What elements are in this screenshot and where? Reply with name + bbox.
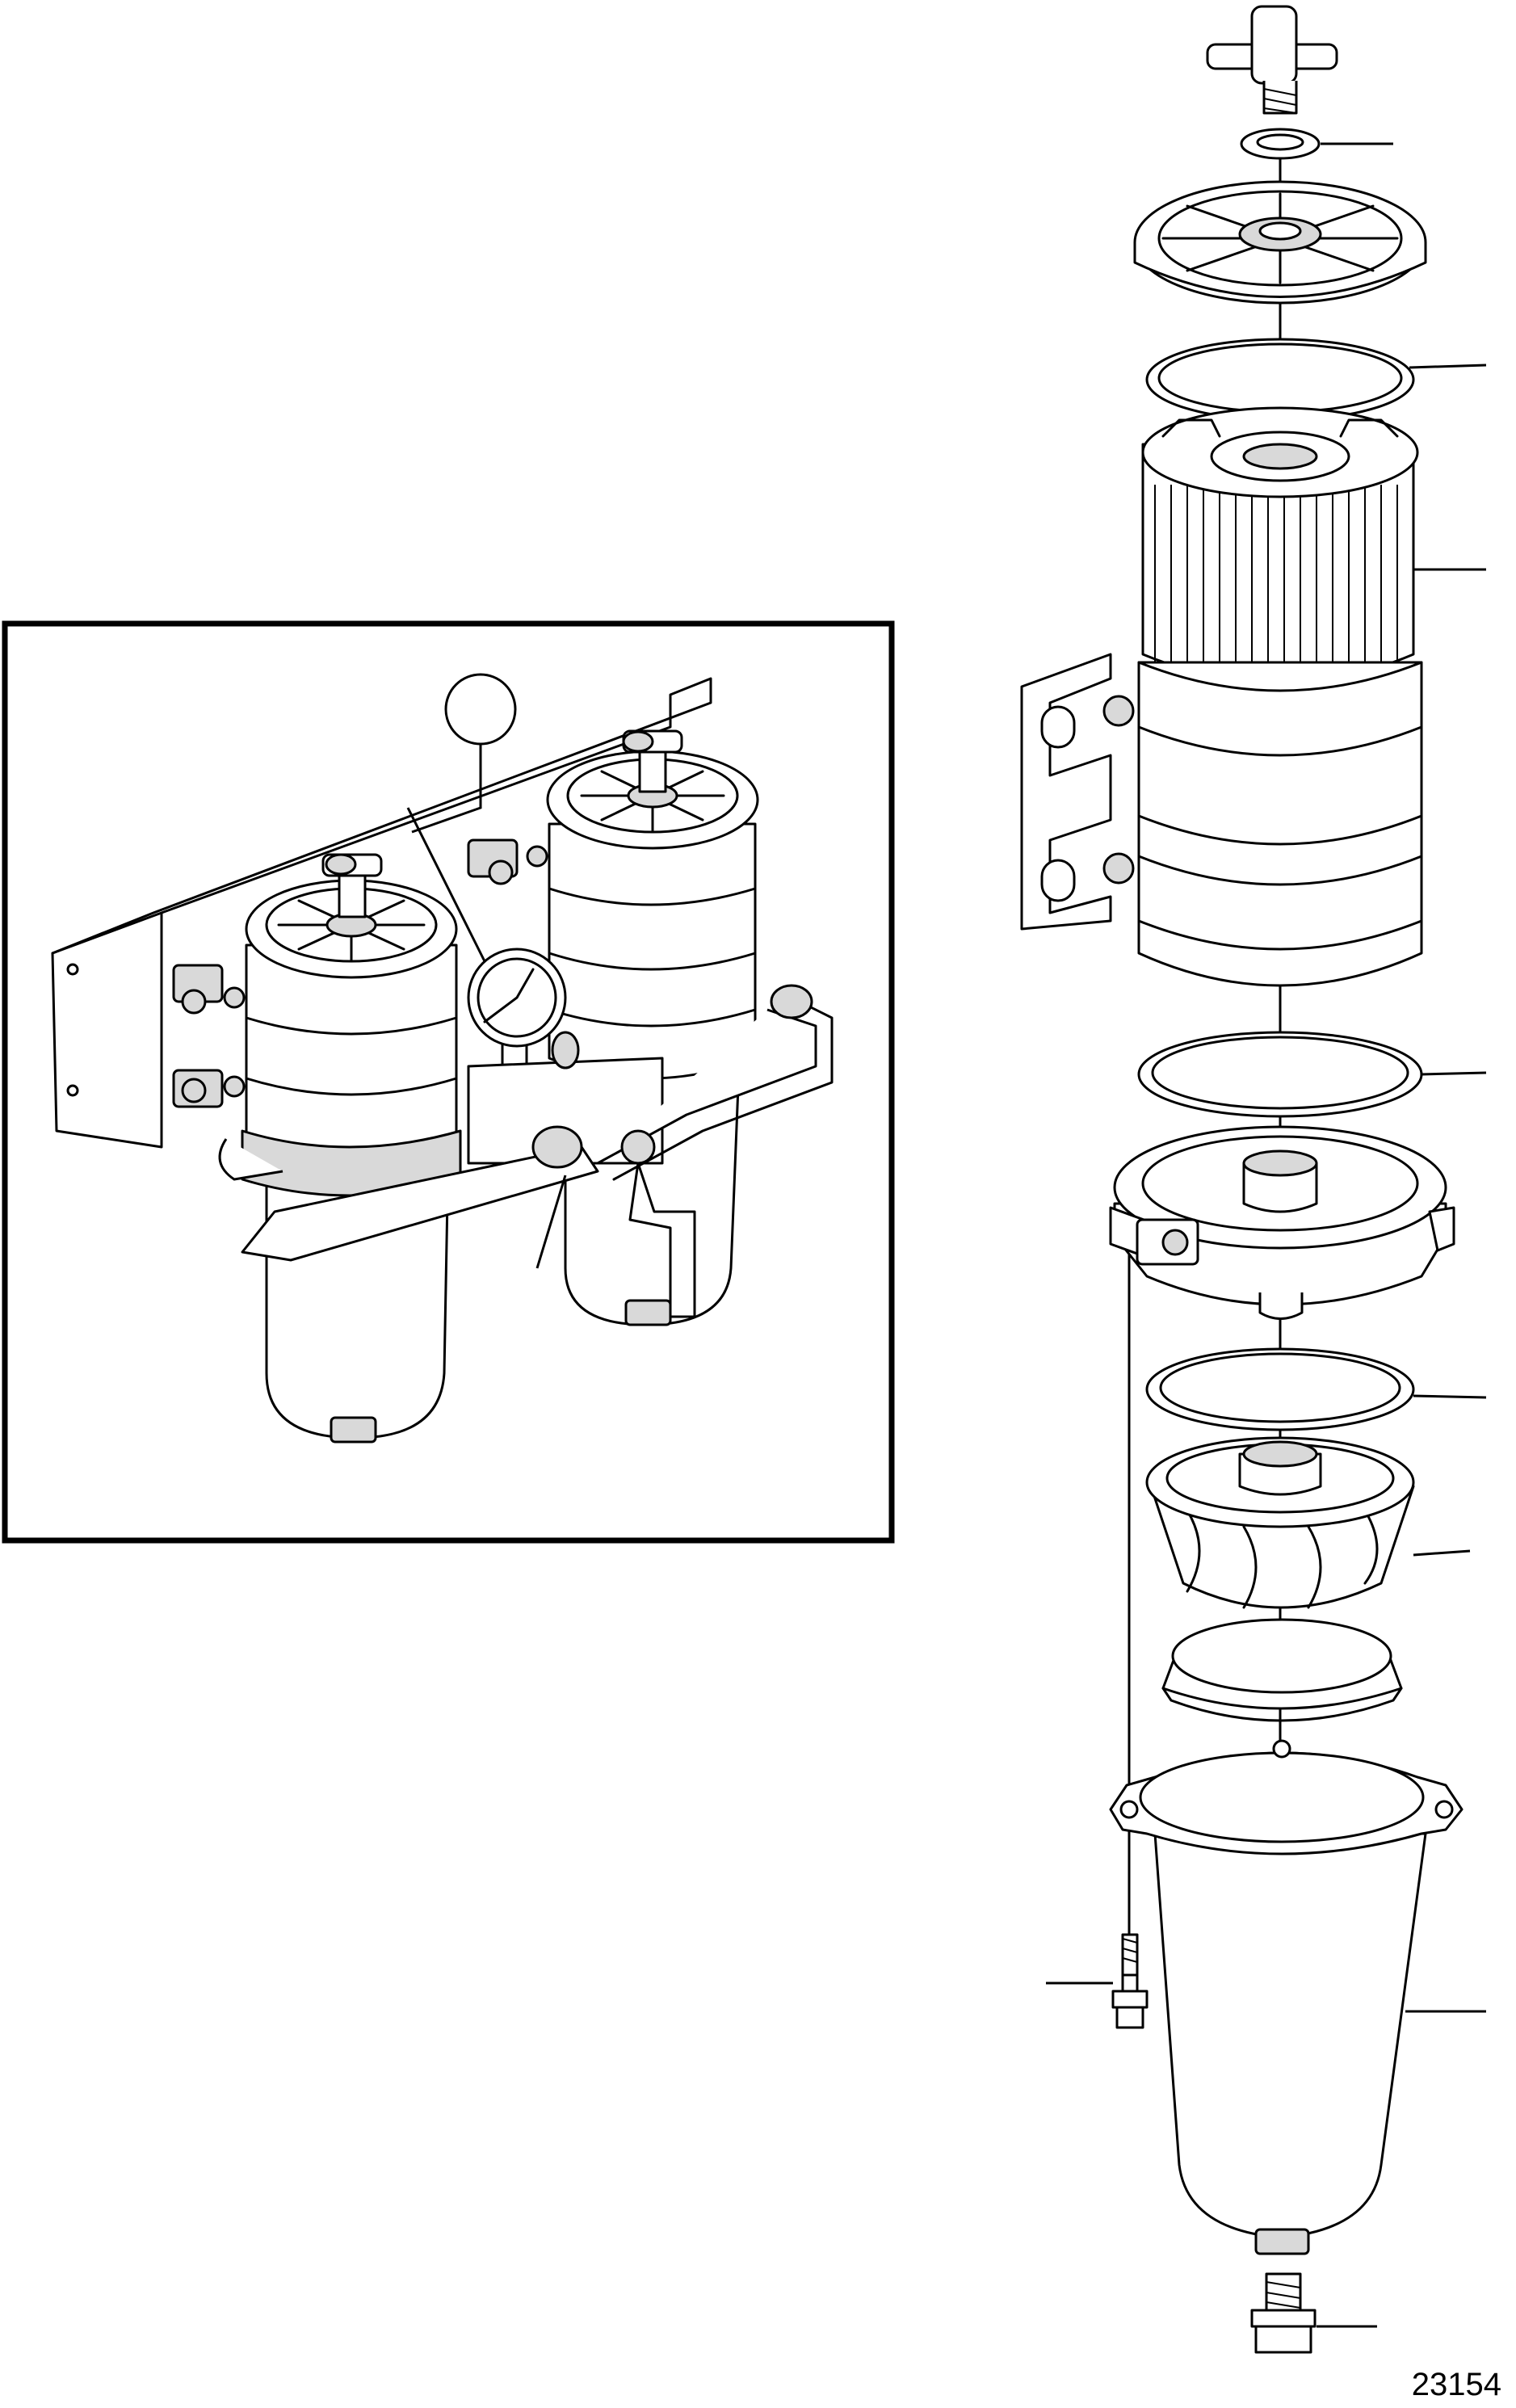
middle-o-ring: [1137, 1031, 1423, 1118]
exploded-view: [1020, 5, 1487, 2354]
filter-head: [1109, 1125, 1455, 1320]
filter-cover: [1133, 180, 1427, 305]
inset-callout-circle: [444, 673, 517, 746]
t-handle-bleed-screw: [1206, 5, 1338, 115]
separator-cone: [1161, 1618, 1403, 1722]
inset-right-filter: [546, 729, 759, 1326]
inset-left-filter: [241, 853, 462, 1444]
inset-twin-filter-assembly: [2, 620, 895, 1544]
figure-number: 23154: [1411, 2367, 1501, 2402]
lower-o-ring: [1145, 1347, 1415, 1431]
inset-manifold-and-pipes: [218, 984, 834, 1318]
filter-bowl: [1109, 1739, 1464, 2255]
callout-leaders: [1046, 142, 1487, 2328]
drain-plug: [1250, 2272, 1317, 2354]
filter-element: [1141, 406, 1419, 687]
upper-o-ring: [1145, 338, 1415, 422]
filter-housing: [1020, 653, 1423, 987]
seal-washer: [1240, 128, 1321, 160]
mounting-bolt: [1111, 1933, 1149, 2029]
inset-mounting-bracket: [51, 677, 712, 1149]
turbine-deflector: [1145, 1436, 1415, 1609]
